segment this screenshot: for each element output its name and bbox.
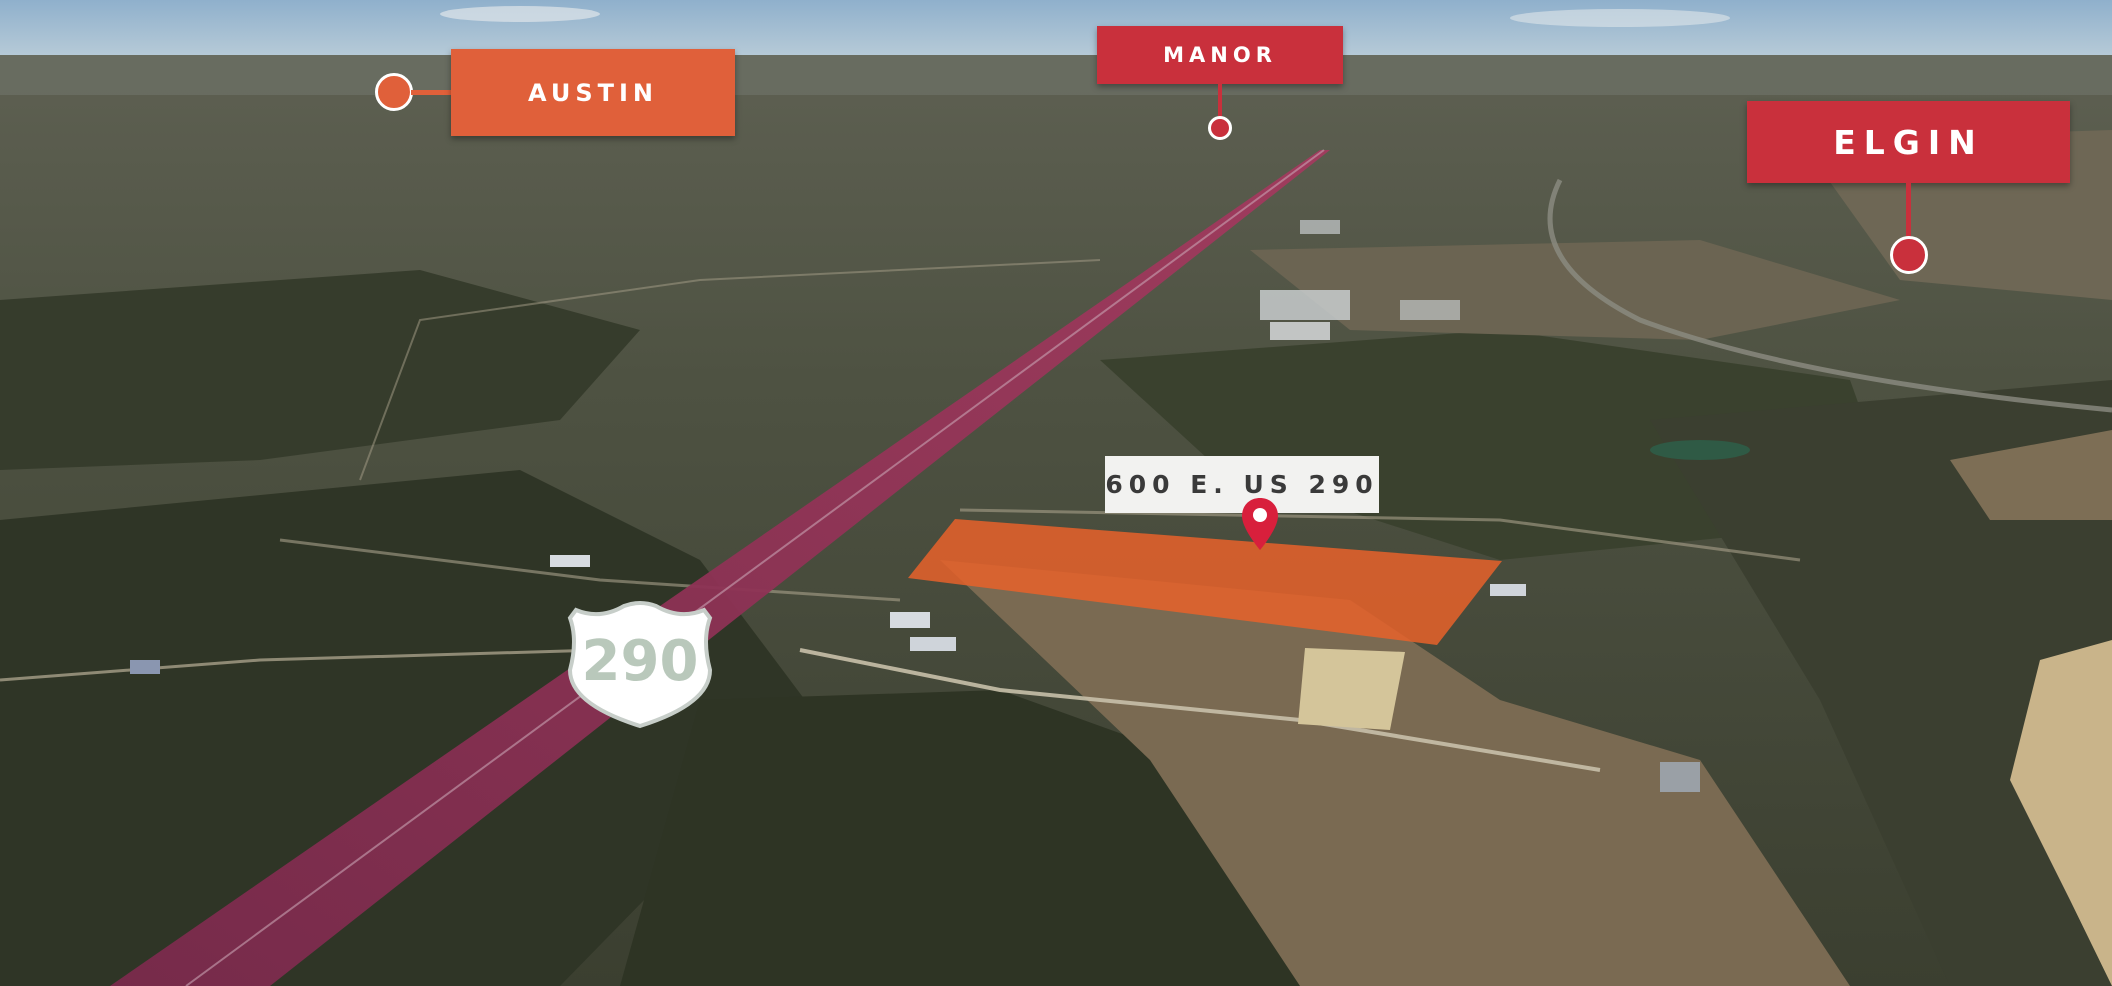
austin-location-dot (375, 73, 413, 111)
site-address-text: 600 E. US 290 (1105, 470, 1379, 499)
city-label-austin: AUSTIN (451, 49, 735, 136)
elgin-leader-line (1906, 183, 1911, 238)
map-pin-icon (1242, 498, 1278, 550)
city-label-austin-text: AUSTIN (528, 78, 658, 107)
highway-us-290 (110, 150, 1330, 986)
austin-leader-line (411, 90, 453, 95)
highway-shield-number: 290 (581, 629, 699, 694)
elgin-location-dot (1890, 236, 1928, 274)
city-label-manor-text: MANOR (1163, 43, 1277, 67)
sky (0, 0, 2112, 60)
city-label-elgin: ELGIN (1747, 101, 2070, 183)
manor-location-dot (1208, 116, 1232, 140)
city-label-elgin-text: ELGIN (1833, 122, 1984, 162)
site-parcel (908, 519, 1502, 645)
manor-leader-line (1218, 84, 1222, 117)
site-address-label: 600 E. US 290 (1105, 456, 1379, 513)
us-highway-shield-icon (567, 601, 713, 729)
city-label-manor: MANOR (1097, 26, 1343, 84)
